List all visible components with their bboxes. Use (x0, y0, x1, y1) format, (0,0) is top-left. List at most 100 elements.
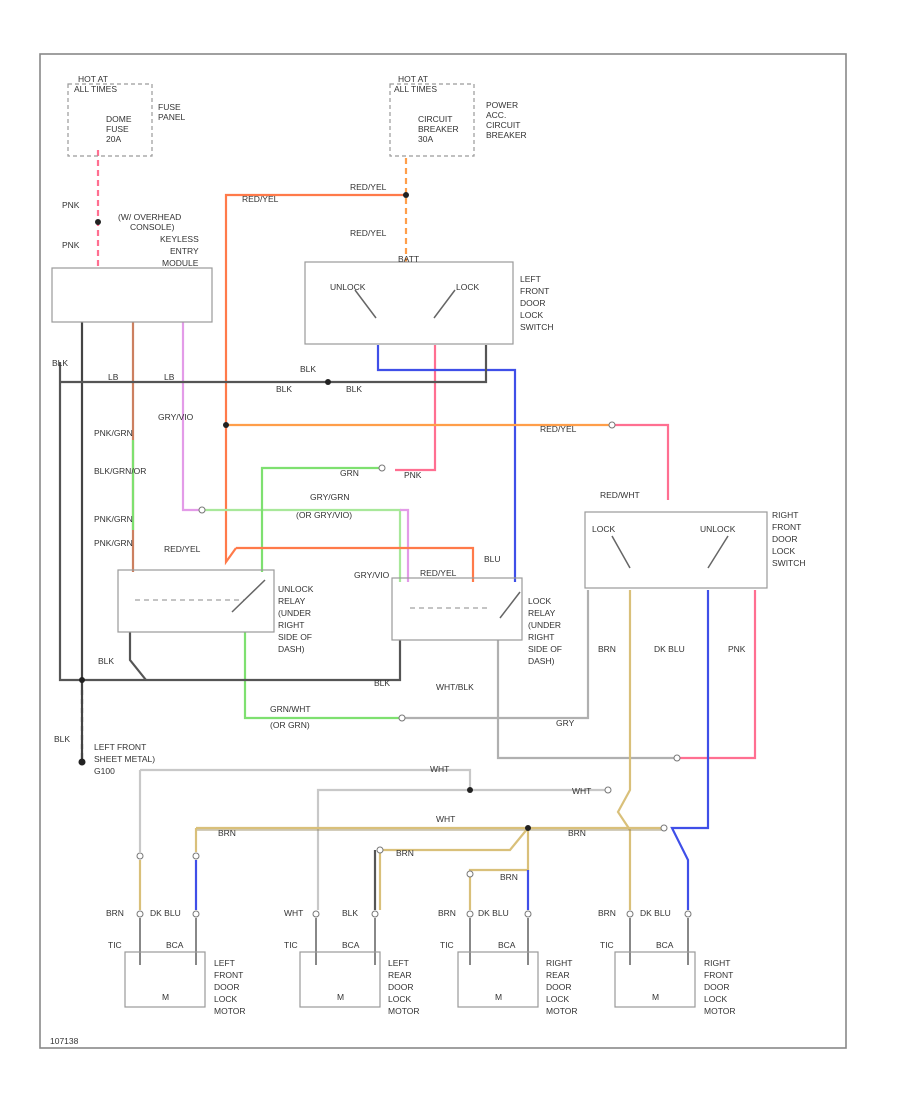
right-switch-lock: LOCK (592, 524, 615, 534)
wire-label: BRN (500, 872, 518, 882)
wire-label: RED/YEL (242, 194, 279, 204)
wire-label: GRY/VIO (158, 412, 194, 422)
left-switch-label: SWITCH (520, 322, 554, 332)
wire-label: DK BLU (654, 644, 685, 654)
wire-blu-right-sw (670, 590, 710, 910)
wire-label: RED/YEL (350, 182, 387, 192)
left-switch-box (304, 261, 514, 345)
wire-label: GRY/VIO (354, 570, 390, 580)
fuse-panel-label: FUSE (106, 124, 129, 134)
wire-blk-relay1 (128, 632, 147, 681)
motor-rr-label: LOCK (546, 994, 569, 1004)
wire-label: WHT (436, 814, 455, 824)
connector (524, 910, 532, 918)
lock-relay-label: (UNDER (528, 620, 561, 630)
circuit-breaker-box (389, 83, 475, 157)
wire-grn-bottom (243, 632, 400, 720)
wire-label: BLK (300, 364, 316, 374)
motor-rf-label: DOOR (704, 982, 730, 992)
lock-relay-box (391, 577, 523, 641)
motor-box-left-front (124, 951, 206, 1008)
junction (78, 758, 86, 766)
wire-label: BLK (98, 656, 114, 666)
connector (660, 824, 668, 832)
wire-label: BLK (342, 908, 358, 918)
connector (466, 870, 474, 878)
right-switch-label: DOOR (772, 534, 798, 544)
wire-label: GRN (340, 468, 359, 478)
wire-label: BRN (598, 908, 616, 918)
wire-whtblk (496, 640, 674, 760)
left-switch-batt: BATT (398, 254, 419, 264)
wire-vio-lock (400, 508, 410, 582)
wire-orange-relay-top (236, 546, 475, 582)
module-label: CONSOLE) (130, 222, 175, 232)
right-switch-blades (611, 535, 729, 569)
relay-inner-lines (135, 599, 490, 609)
wire-label: RED/YEL (164, 544, 201, 554)
keyless-entry-module-box (51, 267, 213, 323)
wire-label: GRY (556, 718, 575, 728)
fuse-panel-label: ALL TIMES (74, 84, 117, 94)
junction (467, 787, 473, 793)
connector (136, 910, 144, 918)
connector (626, 910, 634, 918)
right-switch-unlock: UNLOCK (700, 524, 736, 534)
right-switch-redwht: RED/WHT (600, 490, 640, 500)
motor-lr-label: LOCK (388, 994, 411, 1004)
wire-label: RED/YEL (420, 568, 457, 578)
wire-label: PNK/GRN (94, 514, 133, 524)
unlock-relay-label: (UNDER (278, 608, 311, 618)
left-switch-label: DOOR (520, 298, 546, 308)
motor-rr-label: REAR (546, 970, 570, 980)
connector (378, 464, 386, 472)
wire-brn-rr (468, 828, 530, 910)
motor-symbol: M (337, 992, 344, 1002)
motor-symbol: M (652, 992, 659, 1002)
lock-relay-label: RIGHT (528, 632, 554, 642)
wire-label: GRY/GRN (310, 492, 350, 502)
fuse-panel-label: FUSE (158, 102, 181, 112)
motor-box-right-front (614, 951, 696, 1008)
junction (79, 677, 85, 683)
wire-pnk-right-motor (680, 590, 757, 760)
connector (466, 910, 474, 918)
breaker-label: HOT AT (398, 74, 428, 84)
wire-label: DK BLU (640, 908, 671, 918)
labels: HOT AT ALL TIMES DOME FUSE 20A FUSE PANE… (50, 74, 806, 1046)
junction (403, 192, 409, 198)
right-switch-label: FRONT (772, 522, 801, 532)
left-switch-blades (354, 289, 456, 319)
fuse-panel-box (67, 83, 153, 157)
connector (192, 852, 200, 860)
ground-label: G100 (94, 766, 115, 776)
module-label: MODULE (162, 258, 199, 268)
wire-brn-mid (378, 827, 529, 910)
lock-relay-label: RELAY (528, 608, 556, 618)
wire-label: BRN (396, 848, 414, 858)
left-switch-label: LOCK (520, 310, 543, 320)
wire-pnk-right-sw (615, 423, 670, 500)
motor-rf-label: LOCK (704, 994, 727, 1004)
motor-pin: TIC (600, 940, 614, 950)
motor-rr-label: DOOR (546, 982, 572, 992)
connector (136, 852, 144, 860)
ground-label: SHEET METAL) (94, 754, 155, 764)
breaker-label: ACC. (486, 110, 506, 120)
fuse-panel-label: DOME (106, 114, 132, 124)
connector (192, 910, 200, 918)
left-switch-label: FRONT (520, 286, 549, 296)
left-switch-label: LEFT (520, 274, 541, 284)
breaker-label: ALL TIMES (394, 84, 437, 94)
right-switch-box (584, 511, 768, 589)
fuse-panel-label: HOT AT (78, 74, 108, 84)
breaker-label: POWER (486, 100, 518, 110)
wire-pins (139, 918, 689, 965)
motor-lf-label: FRONT (214, 970, 243, 980)
wire-tan-right-sw (616, 590, 632, 910)
wire-label: BLK/GRN/OR (94, 466, 146, 476)
wire-pnk-switch-out (395, 345, 437, 472)
wire-label: WHT (430, 764, 449, 774)
motor-lr-label: MOTOR (388, 1006, 419, 1016)
